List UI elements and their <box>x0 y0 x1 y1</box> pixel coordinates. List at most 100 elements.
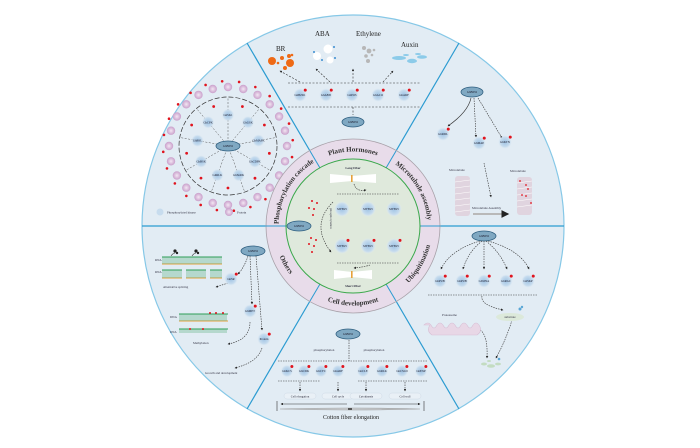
others-target-node: Protein <box>257 332 271 346</box>
node-label: MYB25 <box>337 244 347 248</box>
kinase-nodes: GhSK1GhGSKGhMAPKGhCDPKGhSnRKGhRLKGhBSKGh… <box>179 97 277 193</box>
kinase-node-bubble <box>232 168 246 182</box>
node-label: GhCLE <box>358 369 368 373</box>
hormone-target-node: GhARF <box>397 88 411 102</box>
kinase-node-bubble <box>498 135 512 149</box>
phosphate-dot-icon <box>232 209 236 213</box>
cell-development-target-node: GhRLK <box>375 364 389 378</box>
kinase-node: GhBSK <box>194 155 208 168</box>
hormone-label-aba: ABA <box>315 30 330 38</box>
protein-icon <box>164 141 174 151</box>
protein-icon <box>194 192 203 202</box>
kinase-node-bubble <box>280 364 294 378</box>
protein-icon <box>194 90 203 100</box>
cell-process-label: Cell cycle <box>332 394 345 398</box>
node-label: GhSnRK <box>233 173 245 177</box>
phosphate-dot-icon <box>341 364 345 368</box>
core-target-node-phosphorylated: MYB25 <box>386 238 402 254</box>
phosphate-dot-icon <box>173 182 177 185</box>
core-target-node-unphosphorylated: MYB25 <box>386 201 402 217</box>
hub-cell-development-label: GhBIN2 <box>343 332 354 336</box>
phosphate-dot-icon <box>291 138 295 142</box>
auxin-molecules-icon <box>392 53 427 64</box>
phosphate-dot-icon <box>267 151 271 155</box>
kinase-node-bubble <box>414 364 428 378</box>
divider-bottom-right <box>395 300 460 410</box>
kinase-node-bubble <box>210 168 224 182</box>
ubiquitination-target-node: GhPUB <box>455 274 469 288</box>
node-label: GhSINA <box>479 279 491 283</box>
node-label: GhMAP <box>474 141 485 145</box>
kinase-node: GhSnRK <box>232 168 246 182</box>
cell-development-target-node: GhARF <box>331 364 345 378</box>
middle-ring-dividers <box>266 150 440 302</box>
phosphate-dot-icon <box>355 88 359 92</box>
ring-label: Plant Hormones <box>327 145 379 157</box>
rna-label: RNA <box>155 258 162 262</box>
phosphate-dot-icon <box>165 167 169 170</box>
kinase-node-bubble <box>190 134 204 148</box>
divider-bottom-left <box>246 300 311 410</box>
alternative-splicing-label: Alternative splicing <box>163 285 189 289</box>
long-fiber-label: Long Fiber <box>345 166 361 170</box>
node-label: GhSKP <box>523 279 533 283</box>
protein-icon <box>253 90 262 100</box>
cascade-inner-circle <box>178 96 278 196</box>
cell-development-target-node: GhCYC <box>314 364 328 378</box>
phosphate-dot-icon <box>398 238 402 242</box>
aba-molecules-icon <box>313 44 336 64</box>
kinase-node-bubble <box>345 88 359 102</box>
phosphate-dot-icon <box>487 274 491 278</box>
hub-cascade-label: GhBIN2 <box>223 144 234 148</box>
node-label: MYB25 <box>363 244 373 248</box>
node-label: GhBSL <box>193 139 202 143</box>
microtubule-left-icon <box>454 176 471 216</box>
rna-strand-methylated: RNA <box>170 328 228 334</box>
cell-development-target-node: GhKCS <box>280 364 294 378</box>
kinase-node: GhRLK <box>210 168 224 182</box>
kinase-node-bubble <box>334 201 350 217</box>
node-label: GhACO <box>373 93 384 97</box>
phosphate-dot-icon <box>176 103 180 106</box>
legend: Phosphorylated kinase Protein <box>156 208 247 216</box>
others-target-node: GhMET <box>243 304 257 318</box>
node-label: GhBSK <box>196 160 206 164</box>
kinase-node-bubble <box>395 364 409 378</box>
phosphate-dot-icon <box>215 208 219 212</box>
kinase-node-bubble <box>433 274 447 288</box>
node-label: MYB25 <box>363 207 373 211</box>
kinase-node-bubble <box>386 201 402 217</box>
hormone-label-br: BR <box>276 45 286 53</box>
node-label: GhRGC <box>501 279 511 283</box>
node-label: GhSK1 <box>223 113 233 117</box>
node-label: GhCYC <box>316 369 326 373</box>
hormone-target-node: GhBZR1 <box>293 88 307 102</box>
protein-icon <box>166 126 176 135</box>
protein-icon <box>172 112 182 121</box>
phosphate-dot-icon <box>249 205 252 209</box>
phosphate-dot-icon <box>190 123 194 127</box>
legend-kinase-label: Phosphorylated kinase <box>167 211 196 215</box>
kinase-node-bubble <box>375 364 389 378</box>
proteasome-icon <box>423 322 481 336</box>
microtubule-label-left: Microtubule <box>449 168 465 172</box>
kinase-node: GhMAPK <box>252 134 266 148</box>
kinase-node-bubble <box>248 155 262 168</box>
phosphate-dot-icon <box>482 136 486 140</box>
kinase-node-bubble <box>334 238 350 254</box>
ring-label: Cell development <box>327 295 380 307</box>
kinase-node-bubble <box>224 272 238 286</box>
sector-others: GhBIN2 RNA RNA Alternative splicing DNA <box>155 245 271 375</box>
phosphate-dot-icon <box>262 123 266 127</box>
phosphate-dot-icon <box>381 88 385 92</box>
sector-plant-hormones: BR ABA Ethylene Auxin GhBZ <box>268 30 427 128</box>
kinase-node-bubble <box>201 115 215 129</box>
hormone-label-auxin: Auxin <box>401 41 419 49</box>
cascade-spoke <box>227 108 260 147</box>
